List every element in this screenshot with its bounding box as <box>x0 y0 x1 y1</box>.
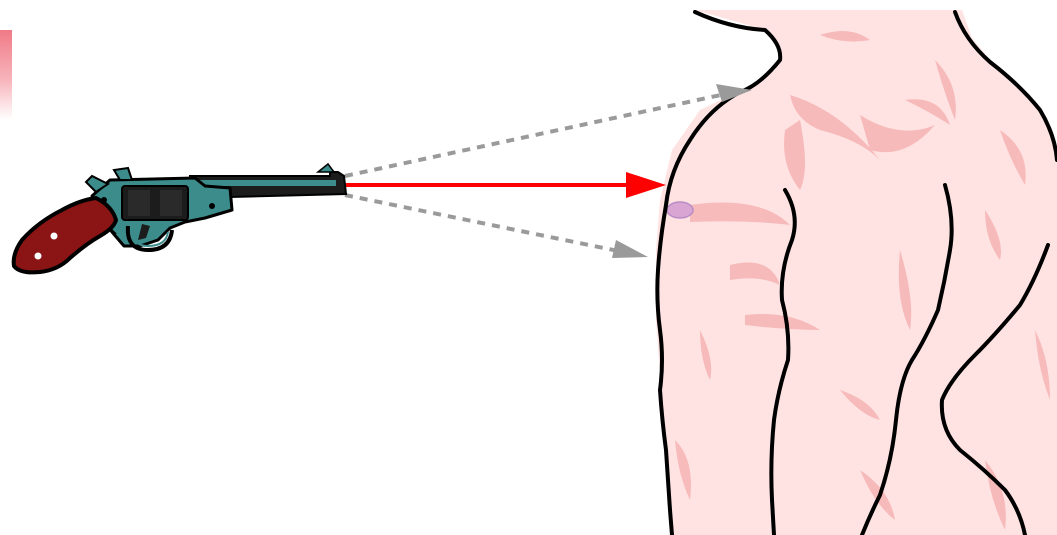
arrowhead-deflected-down <box>612 240 648 258</box>
grip-dot-lower <box>35 253 42 260</box>
torso-skin <box>656 10 1057 535</box>
revolver-grip <box>14 198 116 272</box>
arrowhead-actual <box>626 172 666 198</box>
human-torso-icon <box>656 10 1057 535</box>
grip-dot-upper <box>51 233 58 240</box>
revolver-icon <box>14 164 346 272</box>
nipple-mark <box>667 202 693 218</box>
trajectory-deflected-down <box>345 195 628 253</box>
